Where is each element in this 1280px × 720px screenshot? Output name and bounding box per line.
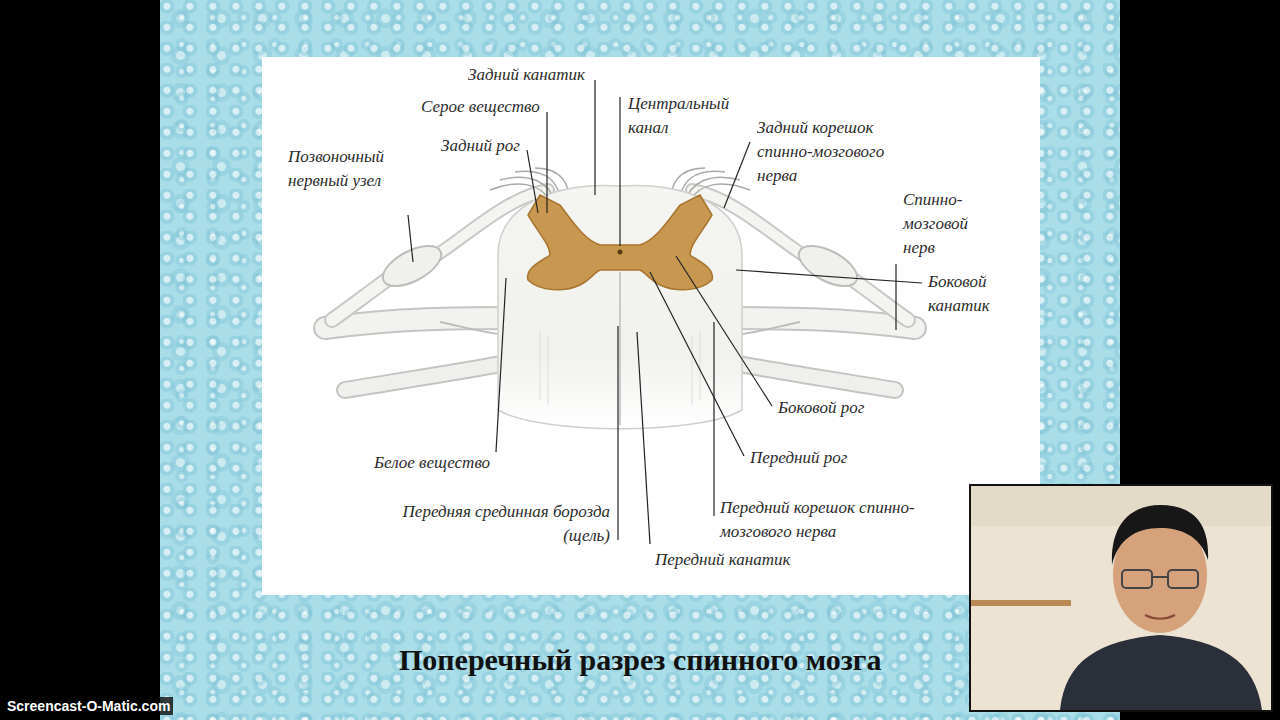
part-label: Передний рог [750,446,847,470]
central-canal [618,250,623,255]
wall [971,486,1271,526]
leader-line [619,97,620,246]
part-label: Боковой рог [778,396,864,420]
leader-line [895,264,896,330]
webcam-frame [970,485,1272,711]
leader-line [594,80,595,195]
leader-line [496,278,506,452]
mouth [1145,615,1175,619]
leader-line [724,142,750,208]
part-label: Боковой канатик [928,270,990,318]
part-label: Центральный канал [628,92,729,140]
slide-title: Поперечный разрез спинного мозга [399,642,881,678]
leader-line [713,322,714,516]
leader-line [527,150,538,213]
leader-line [408,215,413,262]
part-label: Передняя срединная борозда (щель) [399,500,610,548]
part-label: Задний рог [441,134,520,158]
part-label: Белое вещество [374,451,490,475]
part-label: Задний канатик [468,63,585,87]
glasses [1122,570,1198,588]
part-label: Передний канатик [655,548,790,572]
part-label: Передний корешок спинно- мозгового нерва [720,496,918,544]
part-label: Позвоночный нервный узел [288,145,384,193]
part-label: Задний корешок спинно-мозгового нерва [757,116,897,188]
part-label: Спинно- мозговой нерв [903,188,968,260]
leader-lines [408,80,922,544]
watermark: Screencast-O-Matic.com [4,697,173,715]
person-body [1060,635,1262,710]
leader-line [617,326,618,540]
part-label: Серое вещество [421,95,540,119]
person-hair [1112,505,1208,565]
median-fissure [619,272,621,425]
leader-line [736,270,922,283]
leader-line [546,112,547,213]
leader-line [650,272,744,456]
shelf [971,600,1071,606]
webcam-inset [970,485,1272,711]
leader-line [676,256,772,406]
leader-line [637,332,650,544]
